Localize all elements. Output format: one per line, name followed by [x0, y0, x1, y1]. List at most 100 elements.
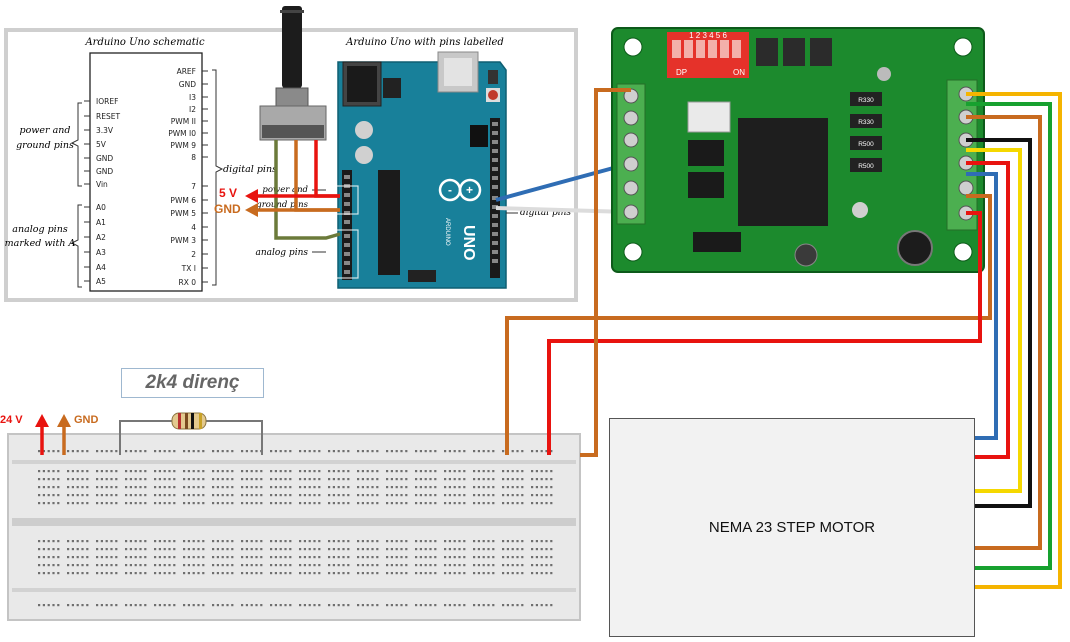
breadboard-hole	[366, 494, 369, 497]
breadboard-hole	[550, 502, 553, 505]
breadboard-hole	[226, 450, 229, 453]
breadboard-hole	[47, 604, 50, 607]
analog-group-label-1: analog pins	[12, 224, 68, 235]
breadboard-hole	[337, 564, 340, 567]
breadboard-hole	[86, 572, 89, 575]
breadboard-hole	[192, 548, 195, 551]
breadboard-hole	[371, 470, 374, 473]
breadboard-hole	[52, 572, 55, 575]
breadboard-hole	[47, 572, 50, 575]
breadboard-hole	[313, 572, 316, 575]
resistor-2k4	[119, 412, 263, 455]
breadboard-hole	[337, 604, 340, 607]
breadboard-hole	[511, 470, 514, 473]
breadboard-hole	[115, 502, 118, 505]
breadboard-hole	[361, 486, 364, 489]
breadboard-hole	[328, 604, 331, 607]
breadboard-hole	[308, 572, 311, 575]
breadboard-hole	[390, 604, 393, 607]
breadboard-hole	[419, 470, 422, 473]
breadboard-hole	[545, 470, 548, 473]
breadboard-hole	[71, 470, 74, 473]
breadboard-hole	[202, 470, 205, 473]
breadboard-hole	[187, 572, 190, 575]
breadboard-hole	[342, 486, 345, 489]
breadboard-hole	[492, 502, 495, 505]
breadboard-hole	[173, 470, 176, 473]
breadboard-hole	[96, 494, 99, 497]
breadboard-hole	[463, 478, 466, 481]
breadboard-hole	[226, 494, 229, 497]
breadboard-hole	[134, 486, 137, 489]
breadboard-hole	[361, 564, 364, 567]
breadboard-hole	[274, 572, 277, 575]
breadboard-hole	[221, 556, 224, 559]
breadboard-hole	[434, 450, 437, 453]
breadboard-hole	[400, 564, 403, 567]
breadboard-hole	[492, 486, 495, 489]
breadboard-hole	[173, 564, 176, 567]
breadboard-hole	[110, 564, 113, 567]
breadboard-hole	[506, 548, 509, 551]
breadboard-hole	[260, 548, 263, 551]
schematic-right-pin: PWM II	[171, 117, 196, 126]
breadboard-hole	[202, 478, 205, 481]
breadboard-hole	[463, 470, 466, 473]
breadboard-hole	[245, 486, 248, 489]
breadboard-hole	[535, 450, 538, 453]
breadboard-hole	[231, 502, 234, 505]
breadboard-hole	[86, 470, 89, 473]
breadboard-hole	[473, 450, 476, 453]
breadboard-hole	[511, 540, 514, 543]
breadboard-hole	[105, 548, 108, 551]
breadboard-hole	[47, 494, 50, 497]
breadboard-hole	[463, 540, 466, 543]
breadboard-hole	[473, 540, 476, 543]
breadboard-hole	[405, 548, 408, 551]
photo-analog-label: analog pins	[255, 248, 308, 258]
breadboard-hole	[405, 540, 408, 543]
breadboard-hole	[212, 540, 215, 543]
breadboard-hole	[187, 494, 190, 497]
breadboard-hole	[448, 572, 451, 575]
breadboard-hole	[371, 494, 374, 497]
breadboard-hole	[279, 556, 282, 559]
breadboard-hole	[318, 478, 321, 481]
breadboard-hole	[516, 604, 519, 607]
breadboard-hole	[361, 548, 364, 551]
breadboard-hole	[299, 540, 302, 543]
breadboard-hole	[168, 564, 171, 567]
breadboard-hole	[332, 470, 335, 473]
breadboard-hole	[366, 572, 369, 575]
breadboard-hole	[313, 478, 316, 481]
breadboard-hole	[241, 486, 244, 489]
breadboard-hole	[419, 604, 422, 607]
breadboard-hole	[405, 486, 408, 489]
breadboard-hole	[477, 478, 480, 481]
breadboard-hole	[390, 564, 393, 567]
breadboard-hole	[52, 548, 55, 551]
breadboard-hole	[47, 502, 50, 505]
breadboard-hole	[415, 502, 418, 505]
breadboard-hole	[492, 564, 495, 567]
breadboard-hole	[270, 470, 273, 473]
breadboard-hole	[163, 486, 166, 489]
breadboard-hole	[76, 478, 79, 481]
breadboard-hole	[202, 540, 205, 543]
breadboard-hole	[173, 572, 176, 575]
breadboard-hole	[173, 556, 176, 559]
breadboard-hole	[86, 604, 89, 607]
arrow-gnd-bottom-label: GND	[74, 414, 99, 426]
breadboard-hole	[448, 478, 451, 481]
breadboard-hole	[250, 604, 253, 607]
breadboard-hole	[216, 540, 219, 543]
breadboard-hole	[284, 556, 287, 559]
breadboard-hole	[318, 572, 321, 575]
breadboard-hole	[299, 486, 302, 489]
breadboard-hole	[540, 564, 543, 567]
breadboard-hole	[202, 486, 205, 489]
breadboard-hole	[274, 604, 277, 607]
breadboard-hole	[521, 604, 524, 607]
breadboard-hole	[168, 494, 171, 497]
breadboard-hole	[516, 450, 519, 453]
